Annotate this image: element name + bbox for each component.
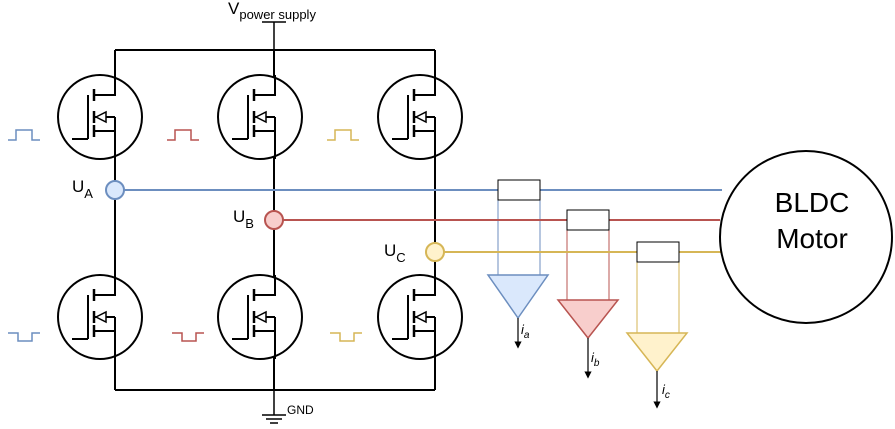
current-amplifier-icon — [486, 274, 550, 320]
phase-b-label: UB — [233, 207, 254, 231]
pwm-pulse-icon — [172, 332, 204, 342]
shunt-resistor — [636, 241, 680, 263]
current-c-label: ic — [662, 382, 670, 401]
pwm-pulse-icon — [167, 129, 199, 141]
motor-label-line1: BLDC — [775, 187, 850, 218]
pwm-pulse-icon — [327, 129, 359, 141]
current-a-label: ia — [521, 322, 530, 341]
current-amplifier-icon — [625, 332, 689, 373]
mosfet-icon — [57, 74, 143, 160]
mosfet-icon — [377, 274, 463, 360]
mosfet-icon — [217, 74, 303, 160]
current-b-label: ib — [591, 350, 600, 369]
mosfet-icon — [377, 74, 463, 160]
supply-node: Vpower supply — [228, 0, 316, 50]
supply-label: Vpower supply — [228, 0, 316, 22]
ground-node: GND — [262, 390, 314, 424]
pwm-pulse-icon — [330, 332, 362, 342]
mosfet-icon — [217, 274, 303, 360]
shunt-resistor — [497, 179, 541, 201]
motor-label-line2: Motor — [776, 223, 848, 254]
pwm-pulse-group — [8, 129, 362, 342]
pwm-pulse-icon — [8, 332, 40, 342]
phase-c-label: UC — [384, 241, 406, 265]
transistor-group — [57, 74, 463, 360]
phase-node — [425, 242, 445, 262]
bldc-motor: BLDC Motor — [719, 150, 893, 324]
phase-c: UC ic — [384, 241, 722, 409]
phase-b: UB ib — [233, 207, 720, 379]
pwm-pulse-icon — [8, 129, 40, 141]
mosfet-icon — [57, 274, 143, 360]
phase-node — [264, 210, 284, 230]
phase-a: UA ia — [72, 177, 722, 349]
phase-node — [105, 180, 125, 200]
ground-label: GND — [287, 403, 314, 417]
current-amplifier-icon — [556, 299, 620, 340]
phase-a-label: UA — [72, 177, 93, 201]
shunt-resistor — [566, 209, 610, 231]
